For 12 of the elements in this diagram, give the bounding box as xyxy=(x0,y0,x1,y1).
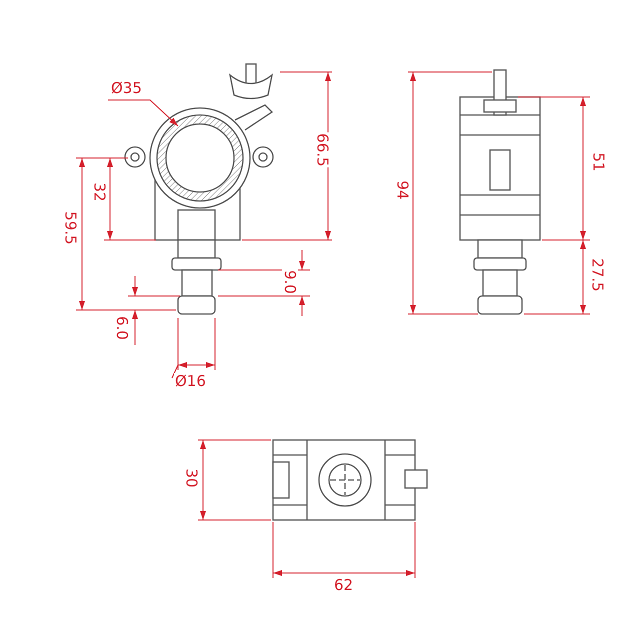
dimension-label: Ø35 xyxy=(110,80,143,96)
dimension-label: 51 xyxy=(590,151,606,173)
dimension-label: Ø16 xyxy=(174,373,207,389)
dimension-label: 6.0 xyxy=(114,315,130,341)
dimension-label: 59.5 xyxy=(62,210,78,246)
dimension-label: 94 xyxy=(394,179,410,201)
dimension-label: 30 xyxy=(183,467,200,489)
dimension-label: 62 xyxy=(333,577,354,593)
dimension-label: 66.5 xyxy=(314,132,330,168)
dimension-label: 32 xyxy=(91,181,108,203)
dimension-label: 9.0 xyxy=(282,269,298,295)
dimension-label: 27.5 xyxy=(589,257,606,293)
